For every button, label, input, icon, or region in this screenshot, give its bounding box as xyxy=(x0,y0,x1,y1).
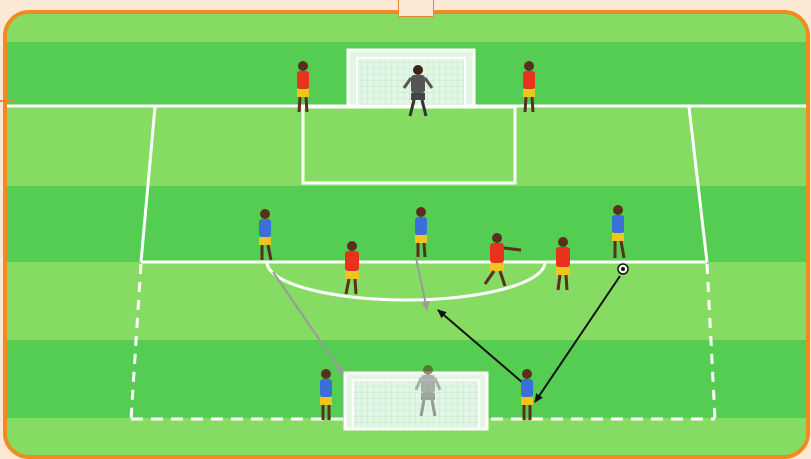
stripe-3 xyxy=(7,106,806,186)
bottom-goal xyxy=(345,373,487,429)
stripe-4 xyxy=(7,186,806,262)
left-tick-decoration xyxy=(0,100,14,102)
soccer-ball xyxy=(618,264,628,274)
stripe-1 xyxy=(7,14,806,42)
pitch-frame xyxy=(3,10,810,459)
top-tab-decoration xyxy=(398,0,434,17)
drill-diagram xyxy=(7,14,806,455)
